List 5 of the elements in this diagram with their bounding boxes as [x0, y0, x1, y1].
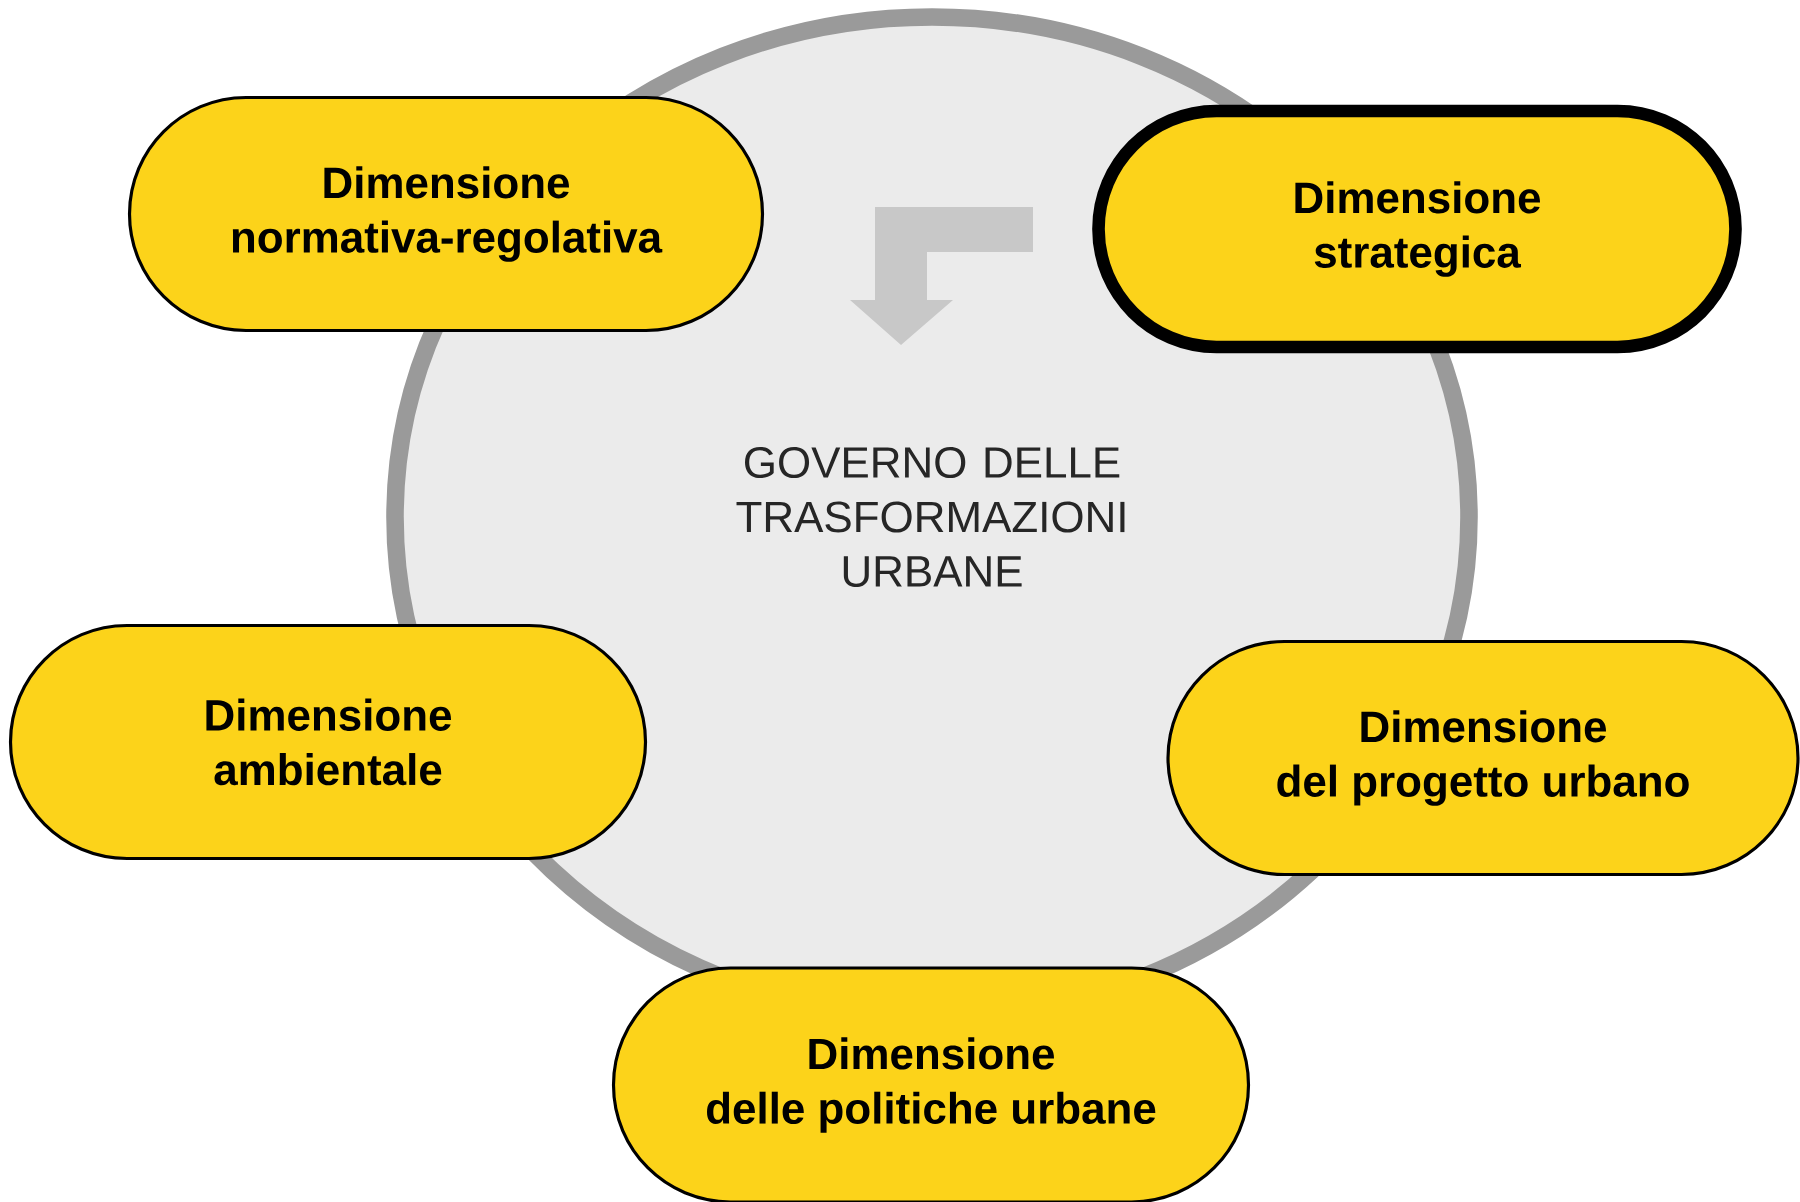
dimension-pill: Dimensione normativa-regolativa — [127, 95, 765, 333]
dimension-pill: Dimensione delle politiche urbane — [611, 966, 1251, 1202]
dimension-pill: Dimensione ambientale — [8, 623, 648, 861]
dimension-pill: Dimensione del progetto urbano — [1166, 639, 1800, 877]
dimension-pill: Dimensione strategica — [1092, 104, 1742, 354]
